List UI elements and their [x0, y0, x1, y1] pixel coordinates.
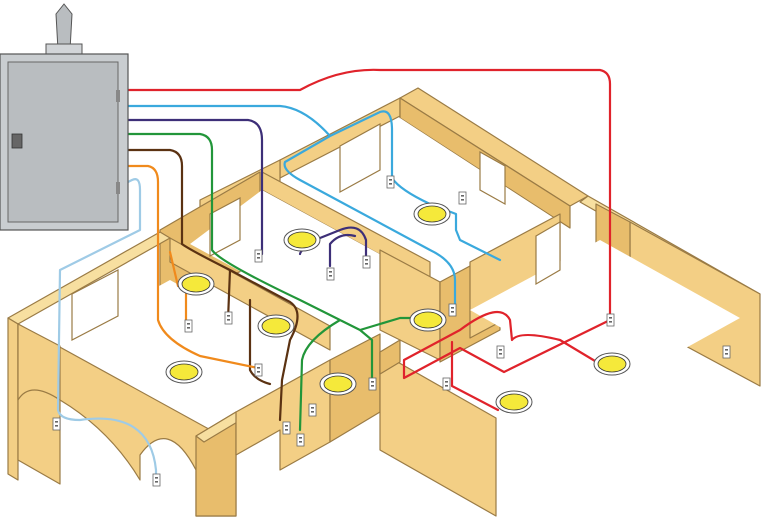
- outlet-icon: [282, 421, 291, 435]
- outlet-icon: [152, 473, 161, 487]
- ceiling-light-icon: [413, 202, 451, 226]
- window-top-left: [339, 122, 381, 194]
- outlet-icon: [326, 267, 335, 281]
- window-top-right: [479, 150, 506, 206]
- wire-light-blue: [126, 104, 502, 312]
- outlet-icon: [362, 255, 371, 269]
- outlet-icon: [308, 403, 317, 417]
- ceiling-light-icon: [409, 308, 447, 332]
- panel-hinge-bottom: [116, 182, 120, 194]
- ceiling-light-icon: [177, 272, 215, 296]
- wire-red: [126, 68, 612, 412]
- panel-hinge-top: [116, 90, 120, 102]
- outlet-icon: [722, 345, 731, 359]
- right-front-wall: [379, 351, 497, 517]
- outlet-icon: [254, 249, 263, 263]
- left-outer-wall: [7, 317, 19, 481]
- outlet-icon: [52, 417, 61, 431]
- outlet-icon: [296, 433, 305, 447]
- outlet-icon: [184, 319, 193, 333]
- front-wall-left-arch: [17, 323, 61, 401]
- wiring-runs: [56, 68, 612, 482]
- ceiling-light-icon: [283, 228, 321, 252]
- breaker-panel-icon: [0, 3, 129, 231]
- window-middle: [209, 197, 241, 257]
- ceiling-light-icon: [495, 390, 533, 414]
- conduit-pipe: [55, 3, 73, 51]
- panel-door: [7, 61, 119, 223]
- outlets: [52, 175, 731, 487]
- door-right-room: [535, 220, 561, 286]
- outlet-icon: [254, 363, 263, 377]
- right-front-side: [379, 339, 401, 375]
- outlet-icon: [448, 303, 457, 317]
- middle-room-floor: [190, 190, 420, 320]
- ceiling-light-icon: [165, 360, 203, 384]
- left-room-floor: [60, 280, 330, 420]
- ceiling-lights: [165, 202, 631, 414]
- ceiling-light-icon: [319, 372, 357, 396]
- ceiling-light-icon: [257, 314, 295, 338]
- outlet-icon: [368, 377, 377, 391]
- outlet-icon: [496, 345, 505, 359]
- outlet-icon: [458, 191, 467, 205]
- outlet-icon: [224, 311, 233, 325]
- panel-latch: [11, 133, 23, 149]
- outlet-icon: [606, 313, 615, 327]
- front-wall: [17, 323, 237, 517]
- wire-pale-blue: [56, 178, 158, 482]
- window-left-room: [71, 269, 119, 341]
- outlet-icon: [386, 175, 395, 189]
- wire-orange: [126, 164, 260, 370]
- outlet-icon: [442, 377, 451, 391]
- ceiling-light-icon: [593, 352, 631, 376]
